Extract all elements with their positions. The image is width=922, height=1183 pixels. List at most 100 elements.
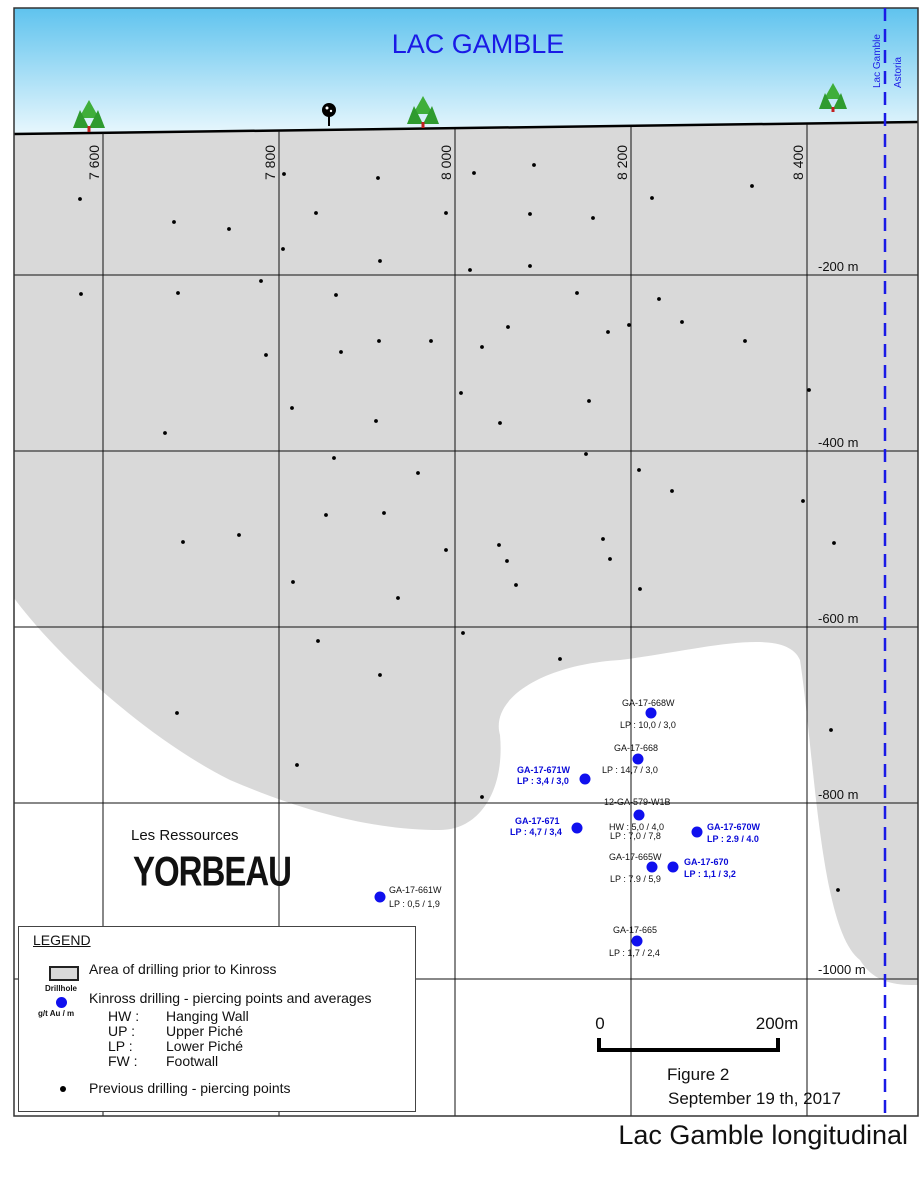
previous-drilling-point [339, 350, 343, 354]
previous-drilling-point [468, 268, 472, 272]
previous-drilling-point [290, 406, 294, 410]
previous-drilling-points [78, 163, 840, 892]
legend-abbr-desc: Hanging Wall [166, 1008, 249, 1024]
drillhole-result: LP : 4,7 / 3,4 [510, 827, 562, 837]
previous-drilling-point [801, 499, 805, 503]
company-logo: YORBEAU [133, 848, 292, 895]
drillhole-point-ga-17-671 [571, 822, 583, 834]
drillhole-point-ga-17-665 [631, 935, 643, 947]
drillhole-name: GA-17-661W [389, 885, 442, 895]
depth-label: -800 m [818, 787, 858, 802]
previous-drilling-point [480, 345, 484, 349]
previous-drilling-point [505, 559, 509, 563]
previous-drilling-point [416, 471, 420, 475]
previous-drilling-point [480, 795, 484, 799]
drillhole-result: LP : 1,1 / 3,2 [684, 869, 736, 879]
drillhole-name: 12-GA-579-W1B [604, 797, 671, 807]
drillhole-point-ga-17-670w [691, 826, 703, 838]
previous-drilling-point [316, 639, 320, 643]
grid [14, 124, 918, 1116]
previous-drilling-point [472, 171, 476, 175]
logo-text: Les Ressources [131, 827, 239, 844]
previous-drilling-point [498, 421, 502, 425]
previous-drilling-point [378, 259, 382, 263]
previous-drilling-point [461, 631, 465, 635]
drilled-area [14, 122, 918, 985]
drillhole-name: GA-17-670W [707, 822, 761, 832]
legend-previous-text: Previous drilling - piercing points [89, 1080, 291, 1096]
depth-label: -400 m [818, 435, 858, 450]
sky [14, 8, 918, 134]
drillhole-result: LP : 0,5 / 1,9 [389, 899, 440, 909]
previous-drilling-point [459, 391, 463, 395]
previous-drilling-point [650, 196, 654, 200]
drillhole-point-ga-17-668w [645, 707, 657, 719]
previous-drilling-point [514, 583, 518, 587]
scale-bar [597, 1038, 780, 1052]
previous-drilling-point [175, 711, 179, 715]
previous-drilling-point [314, 211, 318, 215]
previous-drilling-point [377, 339, 381, 343]
previous-drilling-point [264, 353, 268, 357]
drillhole-result: HW : 5,0 / 4,0 [609, 822, 664, 832]
easting-label: 8 000 [438, 145, 454, 180]
drillhole-result: LP : 14,7 / 3,0 [602, 765, 658, 775]
previous-drilling-point [181, 540, 185, 544]
drillhole-point-ga-17-668 [632, 753, 644, 765]
previous-drilling-point [591, 216, 595, 220]
drillhole-point-ga-17-665w [646, 861, 658, 873]
depth-label: -600 m [818, 611, 858, 626]
previous-drilling-point [163, 431, 167, 435]
previous-drilling-point [176, 291, 180, 295]
previous-drilling-point [374, 419, 378, 423]
figure-date: September 19 th, 2017 [668, 1089, 841, 1108]
easting-label: 8 400 [790, 145, 806, 180]
previous-drilling-point [237, 533, 241, 537]
previous-drilling-point [606, 330, 610, 334]
drillhole-result: LP : 10,0 / 3,0 [620, 720, 676, 730]
drillhole-result: LP : 2.9 / 4.0 [707, 834, 759, 844]
legend-unit-label: g/t Au / m [38, 1009, 75, 1018]
section-title: LAC GAMBLE [392, 29, 565, 59]
previous-drilling-point [282, 172, 286, 176]
drillhole-name: GA-17-665 [613, 925, 657, 935]
legend-kinross-text: Kinross drilling - piercing points and a… [89, 990, 372, 1006]
drillhole-name: GA-17-668W [622, 698, 675, 708]
previous-drilling-point [575, 291, 579, 295]
previous-drilling-point [295, 763, 299, 767]
previous-drilling-point [637, 468, 641, 472]
drillhole-name: GA-17-671W [517, 765, 571, 775]
previous-drilling-point [528, 264, 532, 268]
scale-end-label: 200m [756, 1014, 799, 1033]
previous-drilling-point [324, 513, 328, 517]
easting-label: 7 800 [262, 145, 278, 180]
previous-drilling-point [638, 587, 642, 591]
previous-drilling-point [444, 548, 448, 552]
previous-drilling-point [832, 541, 836, 545]
depth-label: -200 m [818, 259, 858, 274]
drilled-area-swatch [49, 966, 79, 981]
previous-drilling-point [78, 197, 82, 201]
previous-drilling-point [172, 220, 176, 224]
legend-area-text: Area of drilling prior to Kinross [89, 961, 277, 977]
tree-icon [819, 83, 847, 112]
legend-abbr: HW : [108, 1008, 140, 1024]
previous-drilling-point [378, 673, 382, 677]
boundary-label-astoria: Astoria [893, 56, 904, 88]
legend-abbr-desc: Upper Piché [166, 1023, 244, 1039]
previous-drilling-point [601, 537, 605, 541]
drillhole-result: LP : 3,4 / 3,0 [517, 776, 569, 786]
drillhole-point-ga-17-671w [579, 773, 591, 785]
tree-icon [73, 100, 105, 132]
legend-abbr-desc: Footwall [166, 1053, 219, 1069]
previous-drilling-point [259, 279, 263, 283]
previous-drilling-point [532, 163, 536, 167]
legend-abbr: FW : [108, 1053, 138, 1069]
drillhole-point-12-ga-579-w1b [633, 809, 645, 821]
previous-drilling-point [79, 292, 83, 296]
previous-drilling-point [584, 452, 588, 456]
legend-drillhole-label: Drillhole [45, 984, 78, 993]
drillhole-point-ga-17-670 [667, 861, 679, 873]
previous-drilling-point [396, 596, 400, 600]
drillhole-name: GA-17-668 [614, 743, 658, 753]
